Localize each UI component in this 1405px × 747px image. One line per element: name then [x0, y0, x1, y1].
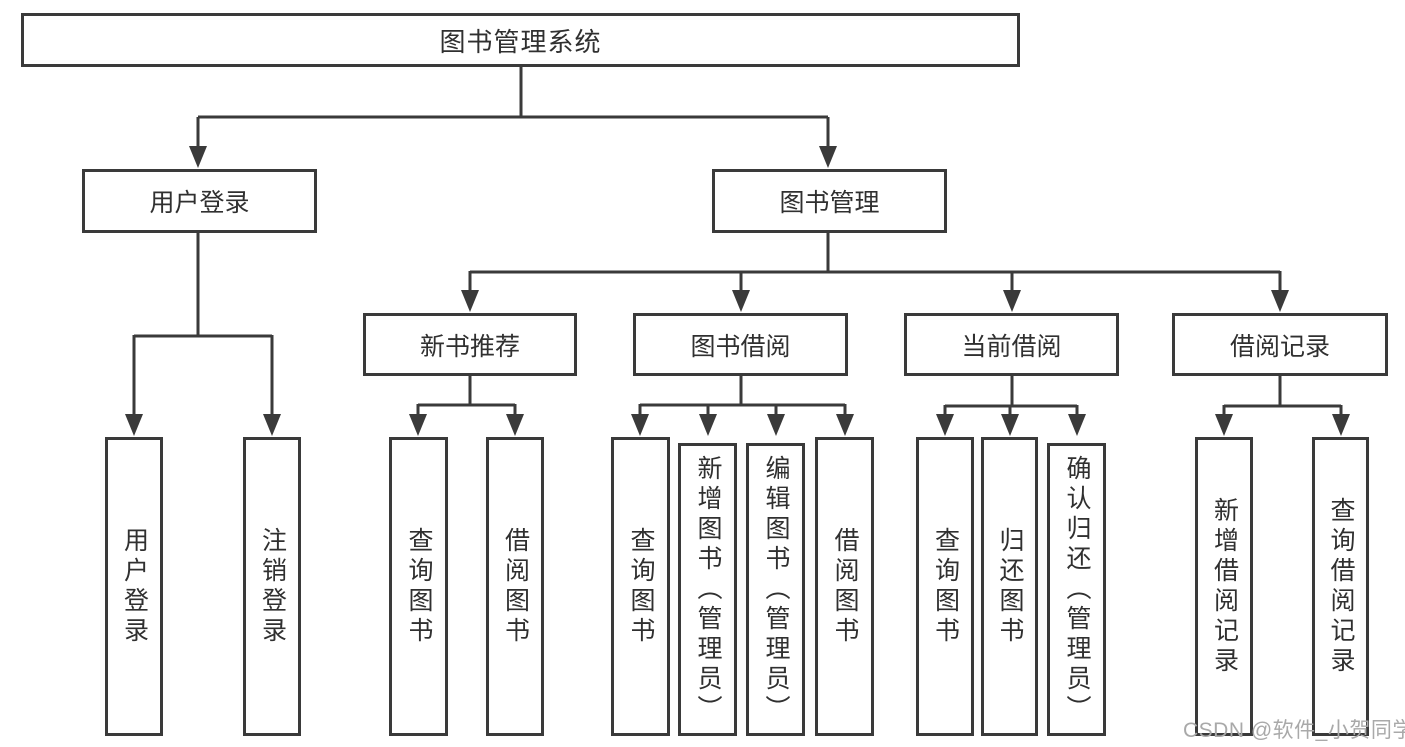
node-root: 图书管理系统 [21, 13, 1020, 67]
leaf-return-book: 归还图书 [981, 437, 1038, 736]
leaf-return-book-label: 归还图书 [996, 526, 1024, 647]
leaf-query-book-2: 查询图书 [611, 437, 670, 736]
leaf-borrow-book-2: 借阅图书 [815, 437, 874, 736]
watermark: CSDN @软件_小贺同学 [1183, 719, 1405, 742]
node-borrow-records: 借阅记录 [1172, 313, 1388, 376]
leaf-borrow-book-1: 借阅图书 [486, 437, 544, 736]
node-new-book-recommend: 新书推荐 [363, 313, 577, 376]
leaf-add-book-admin: 新增图书（管理员） [678, 443, 737, 736]
node-current-borrow: 当前借阅 [904, 313, 1119, 376]
leaf-query-borrow-record-label: 查询借阅记录 [1327, 496, 1355, 677]
leaf-logout-label: 注销登录 [258, 526, 287, 647]
node-user-login: 用户登录 [82, 169, 317, 233]
leaf-borrow-book-2-label: 借阅图书 [831, 526, 859, 647]
leaf-confirm-return-admin-label: 确认归还（管理员） [1063, 454, 1091, 725]
leaf-add-borrow-record: 新增借阅记录 [1195, 437, 1253, 736]
node-book-borrow: 图书借阅 [633, 313, 848, 376]
leaf-query-book-1: 查询图书 [389, 437, 448, 736]
leaf-query-book-3-label: 查询图书 [931, 526, 960, 647]
leaf-add-borrow-record-label: 新增借阅记录 [1210, 496, 1239, 677]
leaf-edit-book-admin-label: 编辑图书（管理员） [762, 454, 790, 725]
leaf-add-book-admin-label: 新增图书（管理员） [694, 454, 722, 725]
leaf-query-book-1-label: 查询图书 [405, 526, 433, 647]
arrowheads [125, 146, 1350, 436]
leaf-logout: 注销登录 [243, 437, 301, 736]
leaf-confirm-return-admin: 确认归还（管理员） [1047, 443, 1106, 736]
leaf-query-book-3: 查询图书 [916, 437, 974, 736]
node-book-management: 图书管理 [712, 169, 947, 233]
leaf-borrow-book-1-label: 借阅图书 [501, 526, 530, 647]
leaf-query-book-2-label: 查询图书 [627, 526, 655, 647]
leaf-query-borrow-record: 查询借阅记录 [1312, 437, 1369, 736]
leaf-edit-book-admin: 编辑图书（管理员） [746, 443, 805, 736]
leaf-user-login: 用户登录 [105, 437, 163, 736]
leaf-user-login-label: 用户登录 [120, 526, 149, 647]
